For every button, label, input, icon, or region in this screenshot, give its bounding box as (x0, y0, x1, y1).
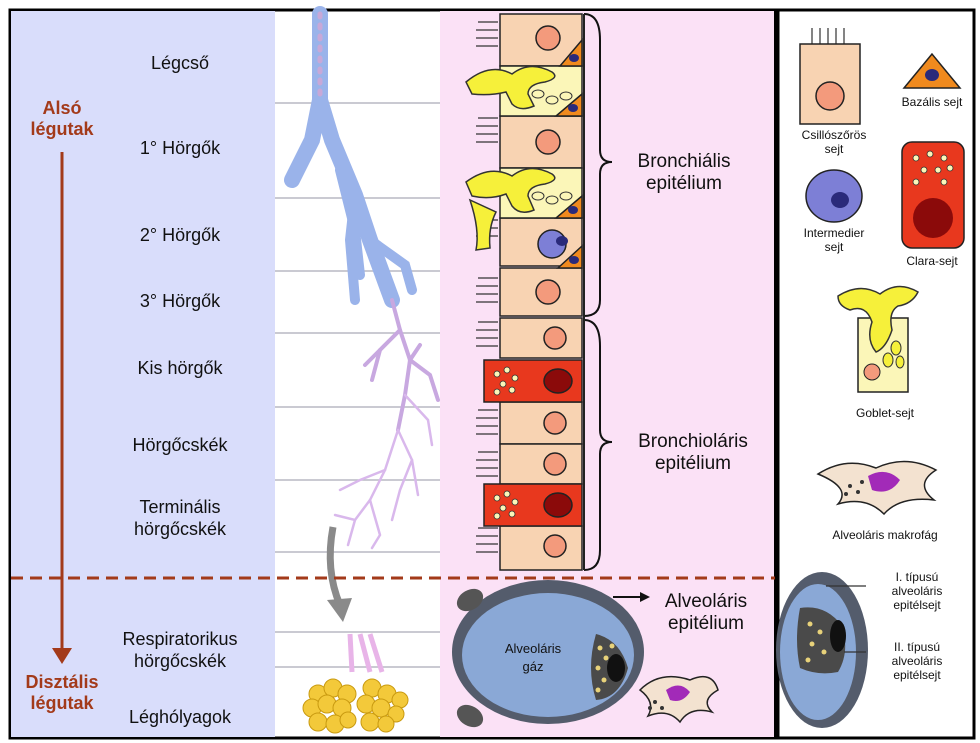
legend-macrophage: Alveoláris makrofág (800, 528, 970, 542)
level-terminal-2: hörgőcskék (85, 518, 275, 540)
legend-type1-1: I. típusú (862, 570, 972, 584)
legend-basal: Bazális sejt (884, 95, 980, 109)
bronchiolar-label-2: epitélium (618, 452, 768, 475)
legend-type1-3: epitélsejt (862, 598, 972, 612)
level-bronchi-1: 1° Hörgők (85, 137, 275, 159)
level-respiratory-1: Respiratorikus (85, 628, 275, 650)
level-bronchi-3: 3° Hörgők (85, 290, 275, 312)
bronchial-label-2: epitélium (614, 172, 754, 195)
level-bronchi-2: 2° Hörgők (85, 224, 275, 246)
level-alveoli: Léghólyagok (85, 706, 275, 728)
airways-lower-2: légutak (12, 693, 112, 714)
legend-type2-2: alveoláris (862, 654, 972, 668)
legend-type2-3: epitélsejt (862, 668, 972, 682)
legend-clara: Clara-sejt (884, 254, 980, 268)
airways-lower-1: Disztális (12, 672, 112, 693)
level-bronchioles: Hörgőcskék (85, 434, 275, 456)
legend-intermediate-2: sejt (786, 240, 882, 254)
level-terminal-1: Terminális (85, 496, 275, 518)
level-small-bronchi: Kis hörgők (85, 357, 275, 379)
alveolar-label-1: Alveoláris (650, 590, 762, 613)
bronchiolar-label-1: Bronchioláris (618, 430, 768, 453)
level-respiratory-2: hörgőcskék (85, 650, 275, 672)
bronchial-label-1: Bronchiális (614, 150, 754, 173)
alveolar-gas-label-2: gáz (488, 658, 578, 676)
level-trachea: Légcső (85, 52, 275, 74)
airways-upper-2: légutak (22, 119, 102, 140)
legend-goblet: Goblet-sejt (830, 406, 940, 420)
alveolar-gas-label-1: Alveoláris (488, 640, 578, 658)
legend-type1-2: alveoláris (862, 584, 972, 598)
legend-intermediate-1: Intermedier (786, 226, 882, 240)
legend-ciliated-2: sejt (786, 142, 882, 156)
airways-upper-1: Alsó (22, 98, 102, 119)
legend-type2-1: II. típusú (862, 640, 972, 654)
legend-ciliated-1: Csillószőrös (786, 128, 882, 142)
alveolar-label-2: epitélium (650, 612, 762, 635)
